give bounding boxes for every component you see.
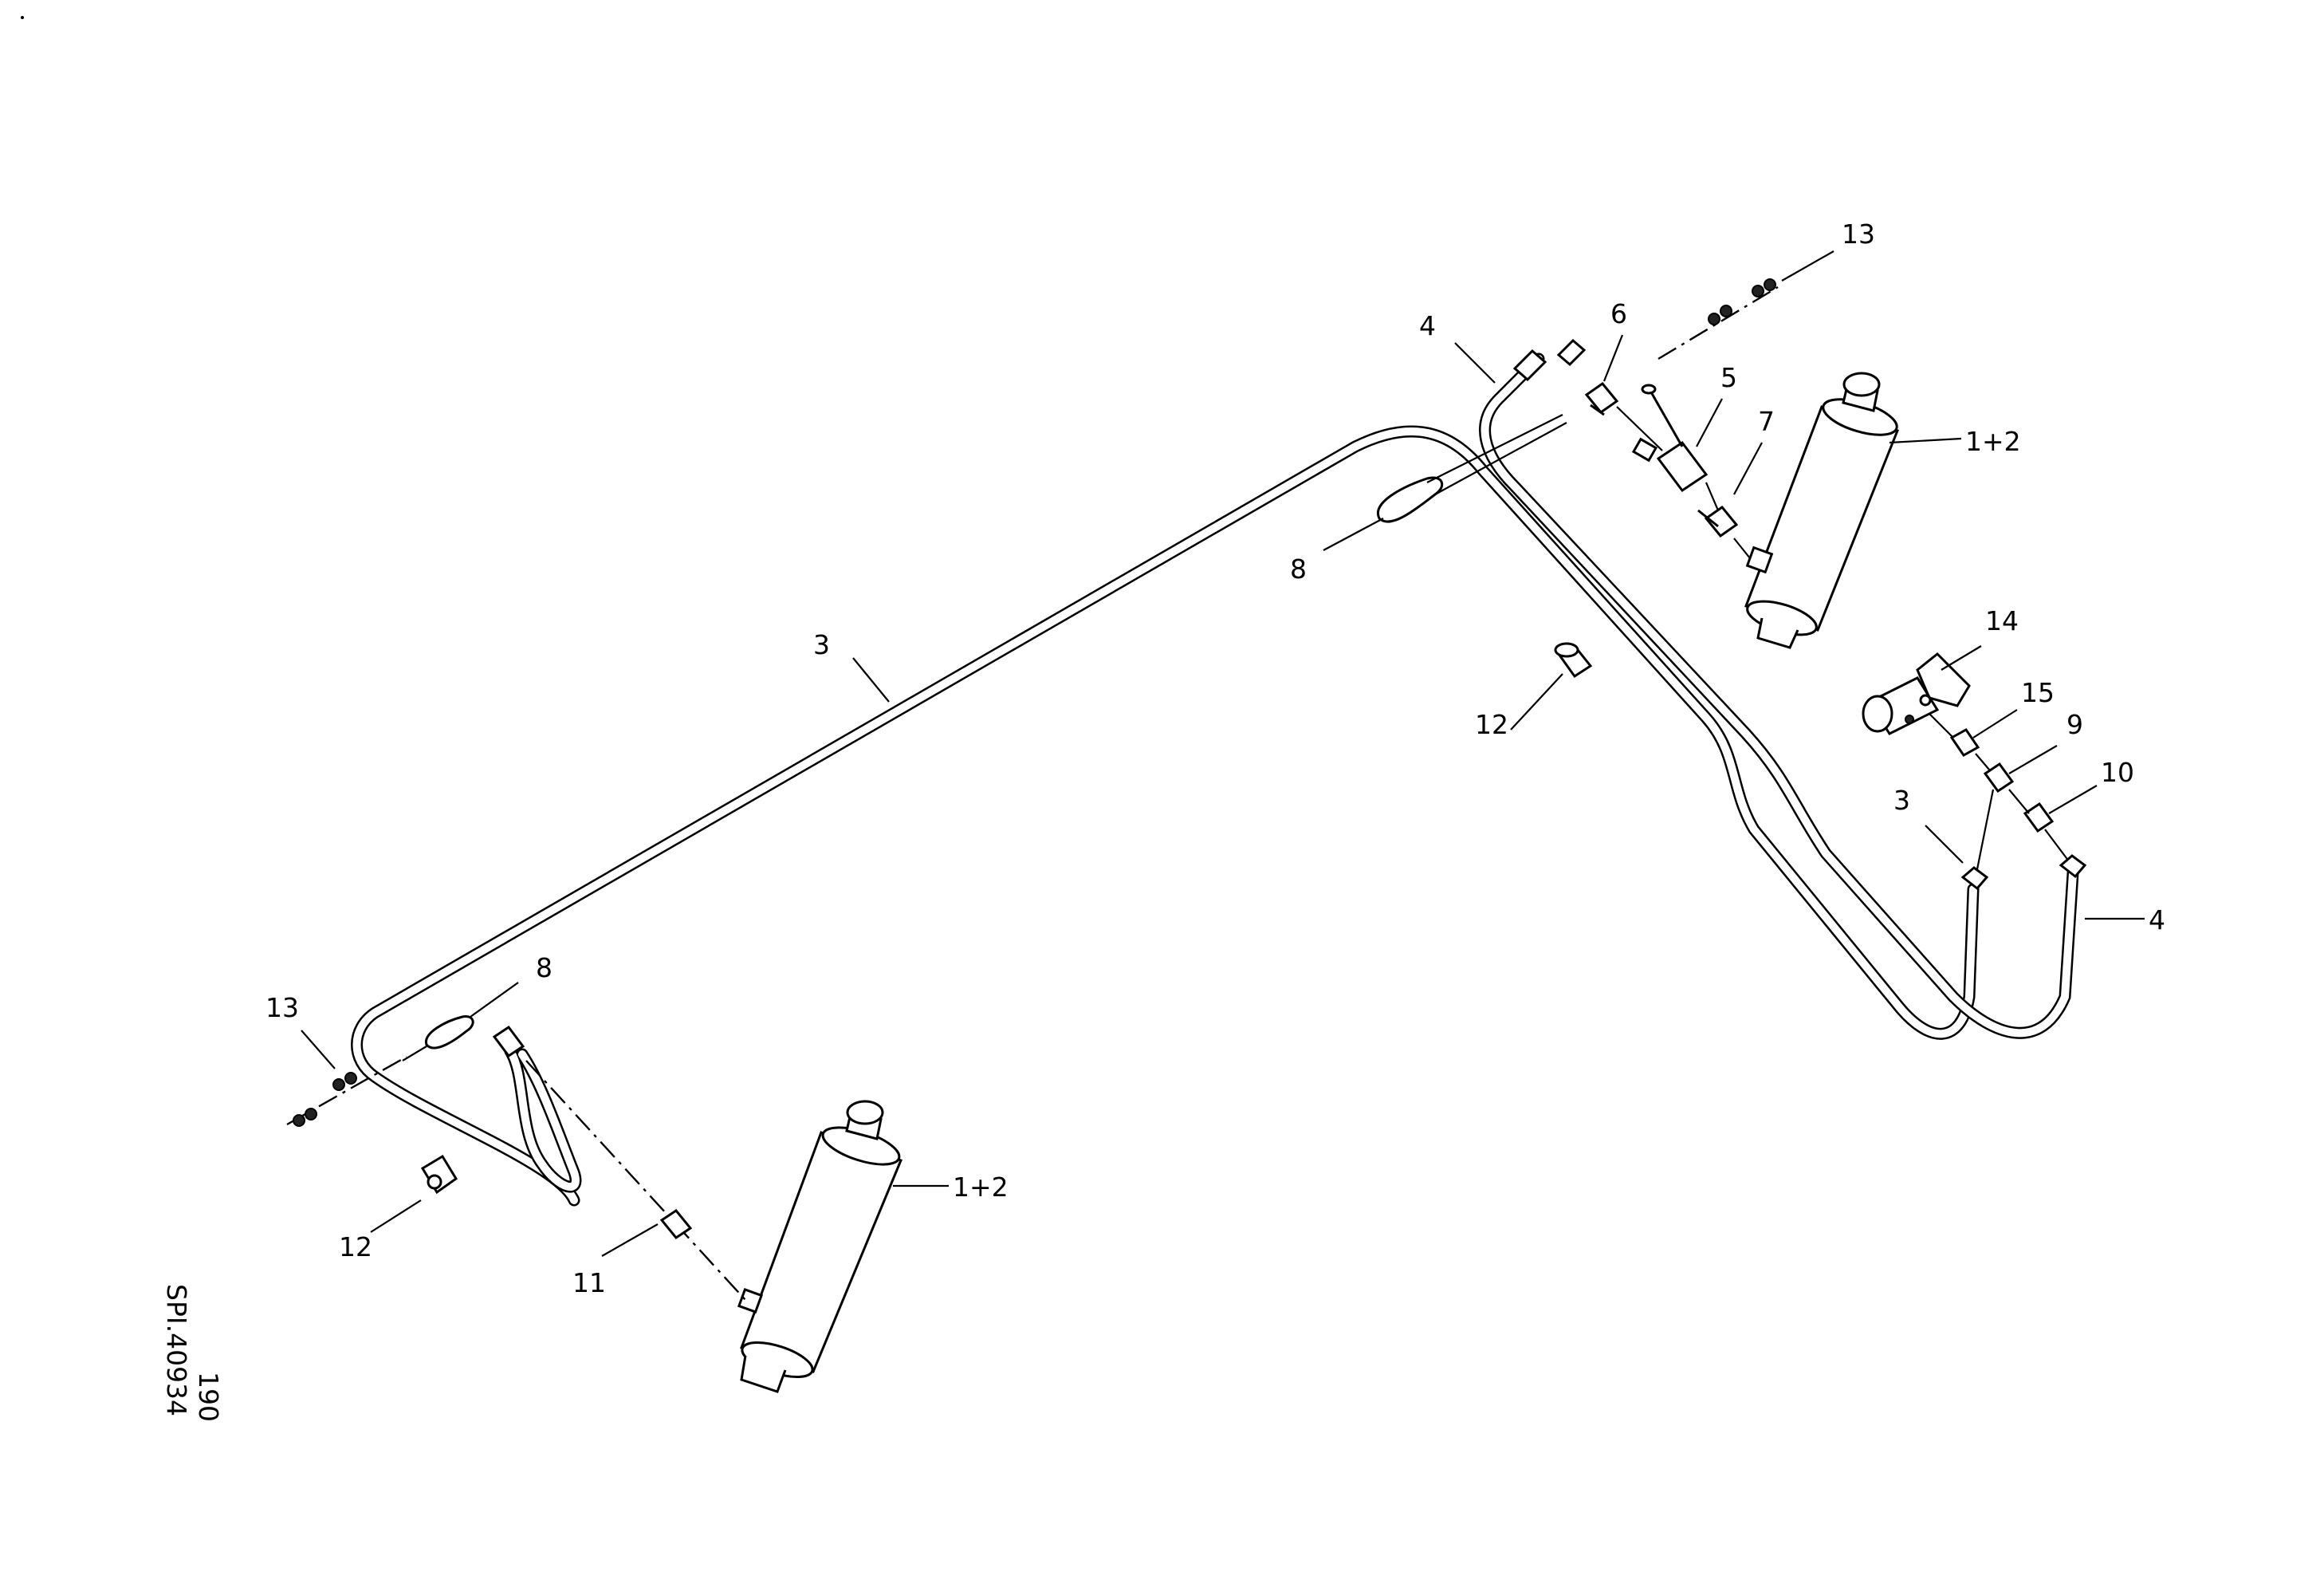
pump-14 <box>1862 652 1971 735</box>
cap-12-left <box>420 1154 458 1195</box>
callout-14: 14 <box>1985 605 2019 636</box>
callout-11: 11 <box>572 1267 606 1298</box>
callout-4-upper: 4 <box>1419 310 1436 341</box>
fitting-11 <box>525 1060 746 1301</box>
nuts-13-lower <box>286 1055 407 1127</box>
callout-1-2-lower: 1+2 <box>953 1172 1009 1203</box>
callout-1-2-upper: 1+2 <box>1965 426 2021 457</box>
callout-5: 5 <box>1720 362 1737 393</box>
fitting-10 <box>2008 789 2070 862</box>
callout-10: 10 <box>2101 757 2134 788</box>
callout-12-right: 12 <box>1475 709 1508 740</box>
callout-8-lower: 8 <box>536 952 552 983</box>
pipe-3 <box>351 425 1980 1207</box>
pipe-4-end-nut <box>2059 854 2087 879</box>
pipe-3-end-nut <box>1960 866 1989 891</box>
callout-7: 7 <box>1758 406 1775 437</box>
drawing-code: SPI.40934 <box>161 1284 192 1416</box>
callout-12-left: 12 <box>339 1231 372 1262</box>
fitting-8-upper <box>1376 414 1567 523</box>
cylinder-right <box>1744 372 1899 649</box>
fitting-9 <box>1975 753 2015 870</box>
callout-3-main: 3 <box>813 629 830 660</box>
callout-4-right: 4 <box>2149 904 2165 935</box>
pipe-4-elbow-fitting <box>1512 349 1547 382</box>
drawing-sheet: 190 <box>193 1372 224 1422</box>
callouts: 13 4 6 5 7 1+2 8 3 12 14 15 9 10 3 4 13 … <box>265 219 2165 1298</box>
leader-lines <box>301 250 2145 1257</box>
callout-9: 9 <box>2066 709 2083 740</box>
cap-12-right <box>1554 642 1593 679</box>
callout-13-lower: 13 <box>265 992 299 1023</box>
cylinder-left <box>737 1100 902 1393</box>
callout-13-upper: 13 <box>1842 219 1875 250</box>
callout-15: 15 <box>2021 677 2055 708</box>
fitting-7 <box>1697 505 1739 538</box>
pipe-4 <box>1479 338 2079 1039</box>
drawing-reference: SPI.40934 190 <box>161 1284 224 1422</box>
valve-5 <box>1631 384 1709 493</box>
callout-3-right: 3 <box>1893 785 1910 816</box>
nuts-13-upper <box>1657 278 1779 360</box>
left-hose-loop <box>492 1025 582 1193</box>
pipe-4-end-fitting <box>1556 338 1587 367</box>
corner-dot <box>21 16 24 19</box>
fitting-15 <box>1929 713 1980 757</box>
fitting-6 <box>1584 381 1619 416</box>
callout-8-upper: 8 <box>1290 553 1307 585</box>
fitting-8-lower <box>402 1015 474 1061</box>
callout-6: 6 <box>1610 298 1627 329</box>
